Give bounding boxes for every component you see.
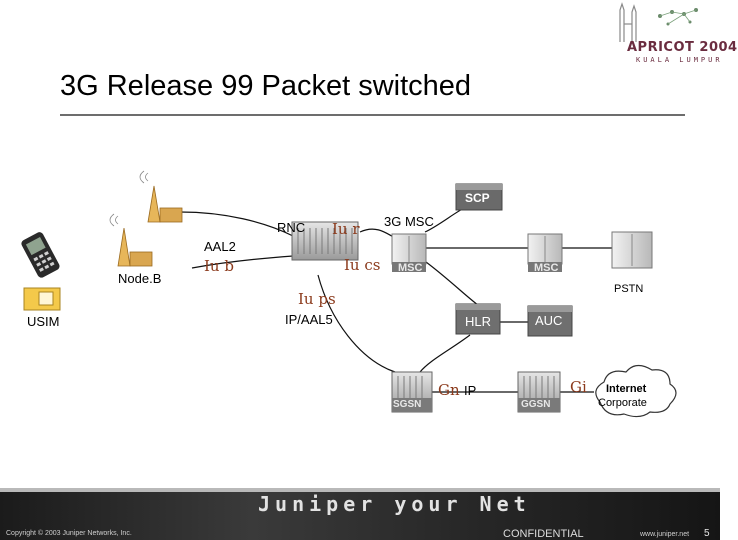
msc-3g-box-label: MSC — [398, 262, 423, 274]
tower-icon-upper — [139, 170, 183, 223]
rnc-label: RNC — [277, 220, 306, 235]
usim-label: USIM — [27, 314, 60, 329]
connection-lines — [179, 205, 612, 393]
sim-card-icon — [23, 287, 61, 311]
link-hlr-sgsn — [419, 334, 471, 373]
iub-label: Iu b — [204, 257, 234, 275]
corporate-label: Corporate — [598, 397, 647, 409]
network-diagram — [21, 170, 677, 418]
gn-label: Gn — [438, 381, 460, 399]
link-msc-hlr — [425, 261, 483, 309]
auc-equipment — [527, 305, 573, 337]
footer-band — [0, 488, 720, 492]
ip-aal5-label: IP/AAL5 — [285, 312, 333, 327]
auc-label: AUC — [535, 313, 563, 328]
copyright-text: Copyright © 2003 Juniper Networks, Inc. — [6, 530, 132, 537]
gn-ip-label: IP — [464, 383, 477, 398]
pstn-label: PSTN — [614, 283, 644, 295]
rnc-equipment — [291, 221, 359, 261]
scp-label: SCP — [465, 191, 490, 205]
phone-icon — [21, 232, 60, 278]
title-divider — [60, 114, 685, 116]
confidential-label: CONFIDENTIAL — [503, 528, 584, 540]
ggsn-equipment — [517, 371, 561, 413]
footer-url[interactable]: www.juniper.net — [640, 531, 690, 538]
tower-icon-lower — [109, 213, 153, 267]
internet-cloud — [595, 364, 677, 418]
brand-logo: Juniper your Net — [258, 492, 531, 516]
gi-label: Gi — [570, 378, 587, 396]
internet-label: Internet — [606, 383, 647, 395]
logo-title: APRICOT 2004 — [627, 40, 738, 55]
iucs-label: Iu cs — [344, 256, 381, 274]
logo-subtitle: KUALA LUMPUR — [636, 56, 723, 64]
sgsn-equipment — [391, 371, 433, 413]
ggsn-label: GGSN — [521, 399, 551, 410]
scp-equipment — [455, 183, 503, 211]
msc-box-label: MSC — [534, 262, 559, 274]
page-number: 5 — [704, 528, 710, 539]
iur-label: Iu r — [332, 220, 360, 238]
link-nodeb-rnc — [191, 255, 294, 269]
hlr-label: HLR — [465, 314, 492, 329]
aal2-label: AAL2 — [204, 239, 236, 254]
link-nodeb2-rnc — [179, 211, 294, 237]
page-title: 3G Release 99 Packet switched — [60, 70, 472, 102]
hlr-equipment — [455, 303, 501, 335]
footer-bar — [0, 488, 720, 540]
msc-3g-equipment — [391, 233, 427, 272]
nodeb-label: Node.B — [118, 271, 162, 286]
msc-equipment — [527, 233, 563, 272]
sgsn-label: SGSN — [393, 399, 422, 410]
pstn-equipment — [611, 231, 653, 269]
link-rnc-msc3g — [359, 228, 396, 239]
link-rnc-sgsn — [317, 274, 396, 373]
iups-label: Iu ps — [298, 290, 336, 308]
msc-3g-label: 3G MSC — [384, 214, 434, 229]
apricot-logo — [619, 2, 698, 42]
